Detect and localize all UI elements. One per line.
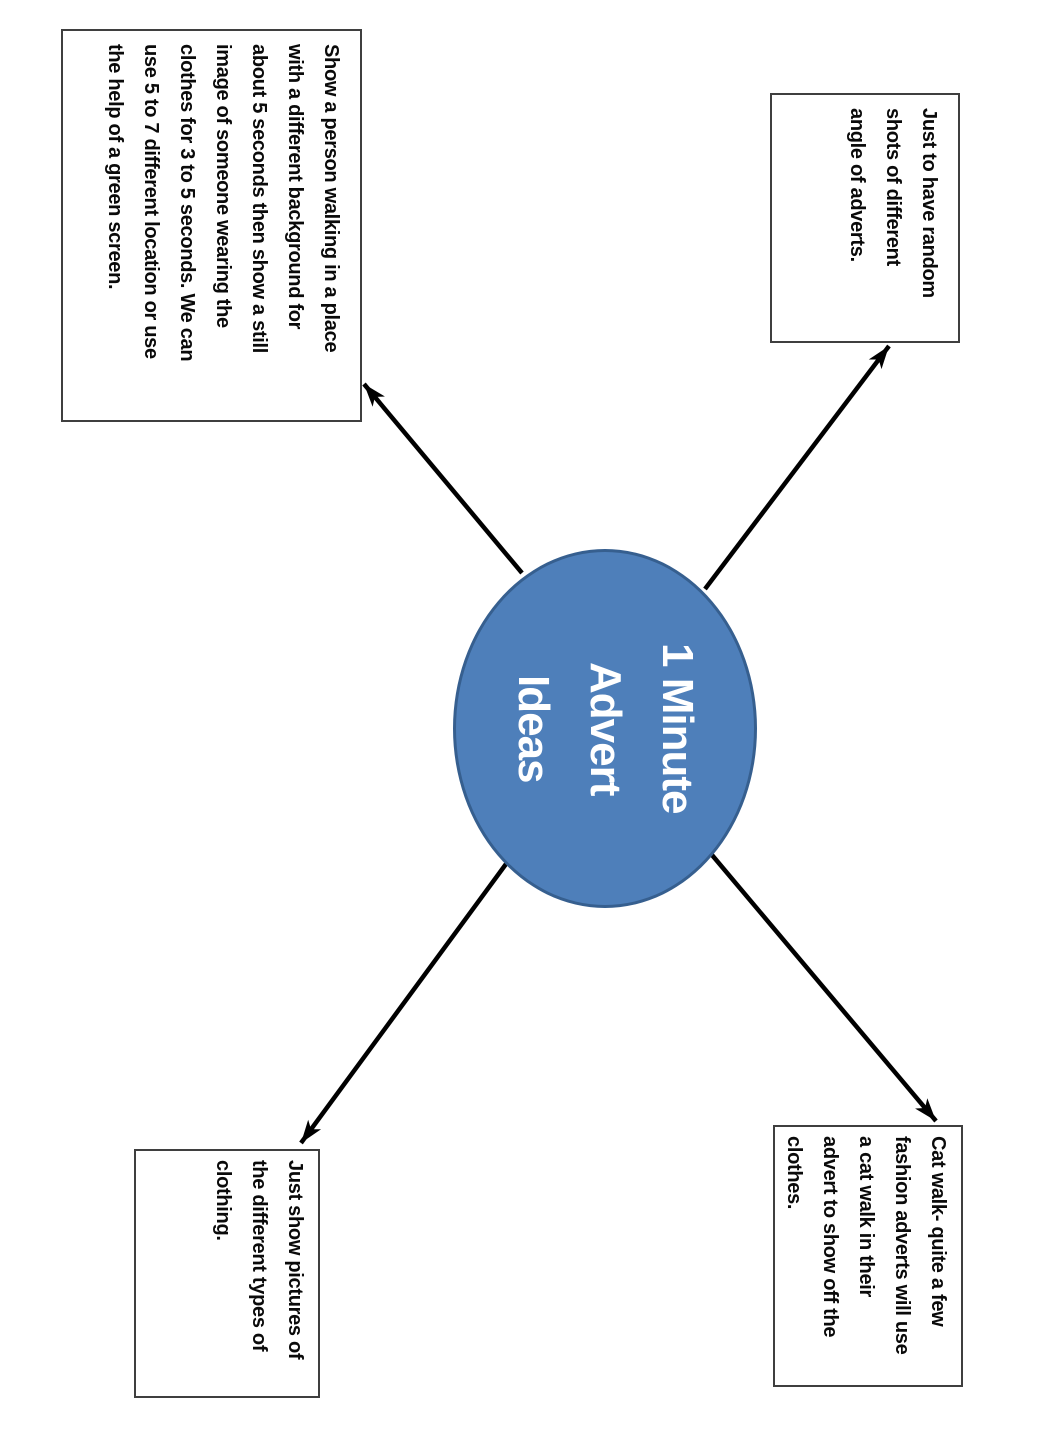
arrow-to-top-left[interactable] [362,382,524,575]
center-topic-ellipse[interactable]: 1 Minute Advert Ideas [453,549,757,908]
center-topic-label: 1 Minute Advert Ideas [509,643,702,814]
node-walking-background-idea[interactable]: Show a person walking in a place with a … [61,29,362,422]
arrow-to-bottom-left[interactable] [299,862,508,1145]
node-random-shots-idea[interactable]: Just to have random shots of different a… [770,93,960,343]
node-text: Just show pictures of the different type… [212,1160,306,1360]
node-cat-walk-idea[interactable]: Cat walk- quite a few fashion adverts wi… [773,1125,963,1387]
arrow-to-top-right[interactable] [703,344,891,591]
node-text: Just to have random shots of different a… [846,108,940,298]
arrow-to-bottom-right[interactable] [710,853,938,1123]
node-text: Cat walk- quite a few fashion adverts wi… [783,1136,949,1355]
node-pictures-of-clothing-idea[interactable]: Just show pictures of the different type… [134,1149,320,1398]
node-text: Show a person walking in a place with a … [104,44,342,362]
